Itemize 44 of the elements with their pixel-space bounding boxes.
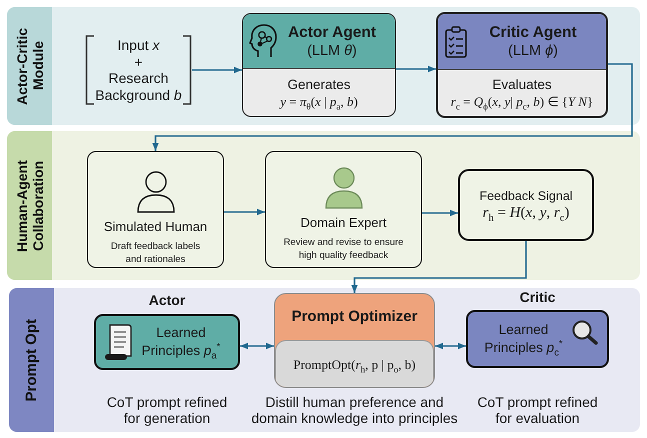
- plus-sign: +: [134, 54, 143, 70]
- formula-text: y = π$_{θ}$(x | p$_{a}$, b): [280, 92, 358, 110]
- arrow: [351, 241, 527, 293]
- arrow: [396, 66, 436, 72]
- action-label: Generates: [287, 76, 351, 92]
- caption-text: CoT prompt refined for generation: [106, 394, 228, 426]
- section-panel: [9, 288, 640, 432]
- input-label: Input x: [117, 37, 160, 54]
- agent-card: [436, 12, 608, 118]
- double-arrow: [240, 342, 274, 350]
- column-heading: Critic: [520, 289, 556, 306]
- section-panel: [7, 131, 640, 280]
- section-title: Human-Agent Collaboration: [14, 158, 46, 254]
- action-label: Evaluates: [492, 76, 552, 93]
- model-label: (LLM θ): [307, 42, 357, 60]
- caption-text: Distill human preference and domain knowledge into principles: [250, 394, 459, 426]
- section-title: Prompt Opt: [24, 318, 40, 402]
- section-panel: [7, 7, 640, 125]
- optimizer-title: Prompt Optimizer: [292, 308, 418, 326]
- signal-box: [458, 169, 594, 241]
- arrow: [422, 210, 458, 216]
- role-title: Domain Expert: [300, 215, 386, 231]
- role-card: [87, 151, 224, 268]
- optimizer-card: [274, 293, 435, 388]
- formula-text: r$_{h}$ = H(x, y, r$_{c}$): [482, 204, 570, 222]
- role-card: [265, 151, 422, 268]
- formula-text: r$_{c}$ = Q$_{ϕ}$(x, y| p$_{c}$, b) ∈ {Y N}: [450, 93, 594, 110]
- agent-card: [242, 13, 396, 117]
- caption-text: CoT prompt refined for evaluation: [476, 394, 599, 426]
- arrow: [192, 66, 242, 74]
- arrow: [152, 63, 633, 151]
- role-description: Review and revise to ensure high quality feedback: [282, 237, 404, 262]
- role-description: Draft feedback labels and rationales: [110, 241, 202, 266]
- formula-text: PromptOpt(r$_{h}$, p | p$_{o}$, b): [293, 356, 416, 372]
- double-arrow: [435, 342, 466, 350]
- agent-title: Critic Agent: [489, 23, 577, 42]
- section-title: Actor-Critic Module: [14, 26, 46, 107]
- signal-title: Feedback Signal: [479, 188, 573, 204]
- arrow: [224, 208, 265, 216]
- role-title: Simulated Human: [104, 219, 208, 235]
- model-label: (LLM ϕ): [508, 42, 558, 60]
- agent-title: Actor Agent: [288, 22, 376, 42]
- input-label: Research Background b: [94, 70, 183, 103]
- column-heading: Actor: [148, 292, 186, 309]
